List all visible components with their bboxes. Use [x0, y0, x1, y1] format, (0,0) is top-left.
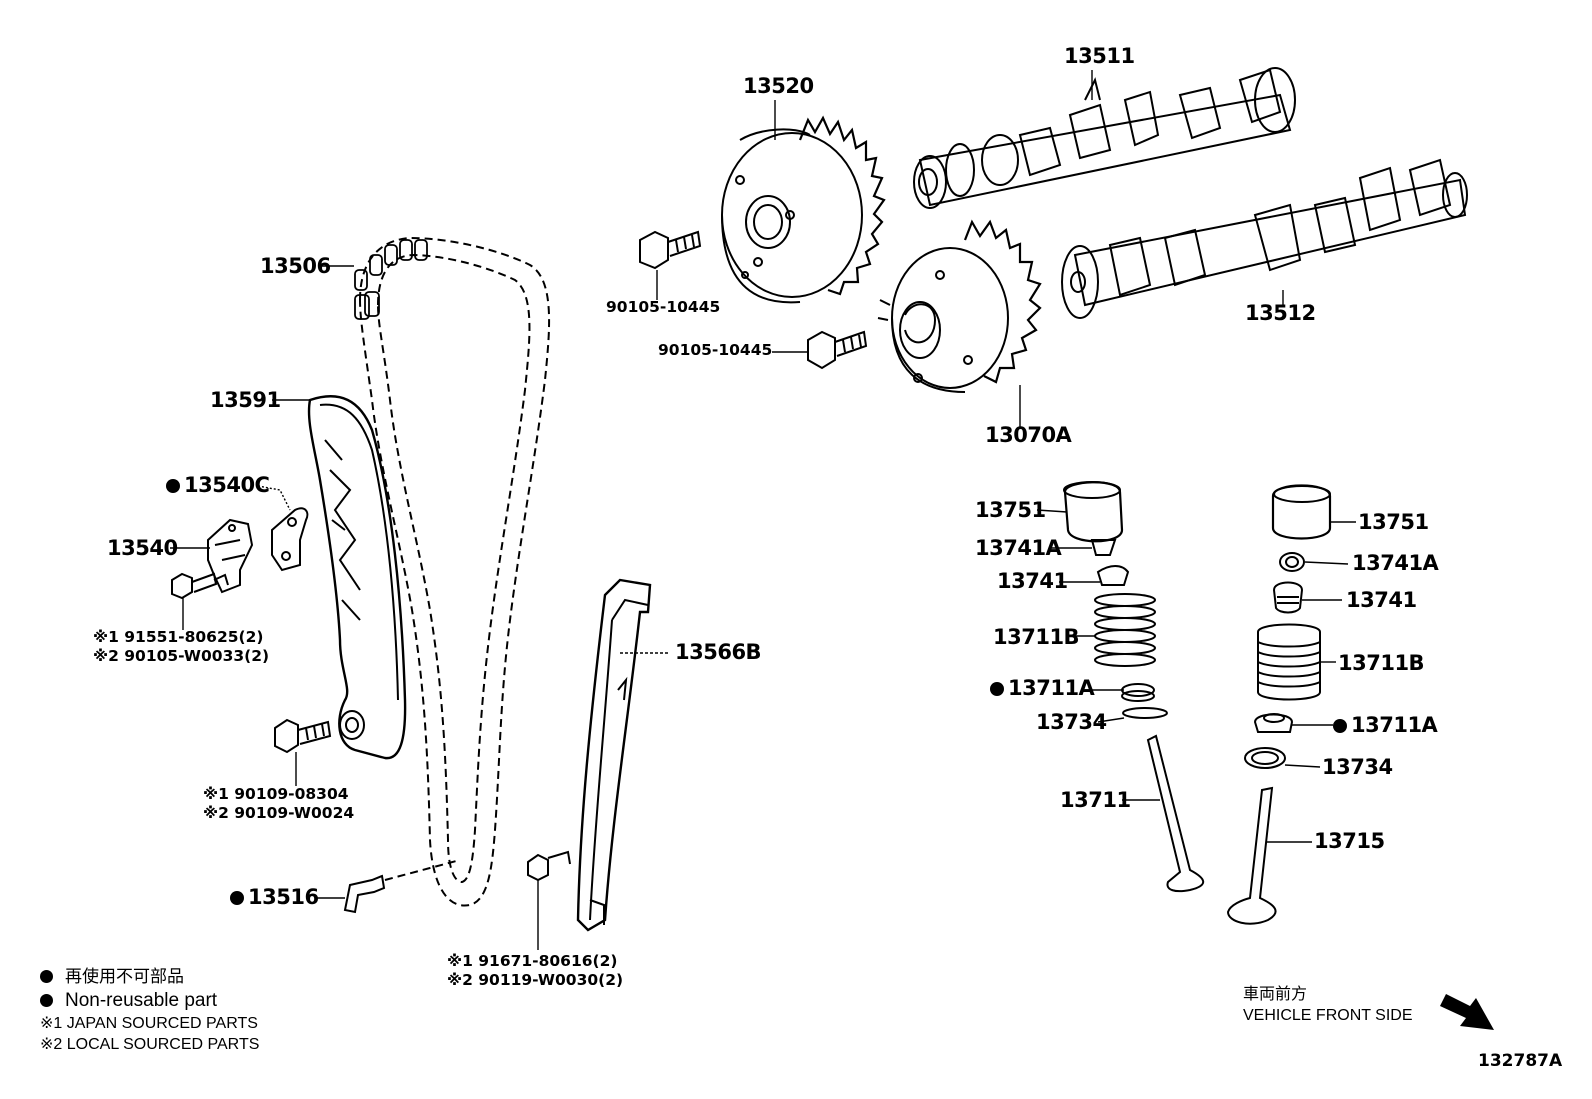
- arrow-icon: [1440, 994, 1494, 1030]
- label-90105-10445-upper: 90105-10445: [606, 298, 721, 316]
- valve-spring-left: [1094, 593, 1156, 667]
- gasket-13540C: [271, 507, 309, 572]
- valve-lifter-right: [1271, 484, 1332, 540]
- chain-links: [354, 239, 428, 320]
- oil-nozzle-13516: [343, 859, 461, 914]
- label-guide-bolt: ※1 90109-08304 ※2 90109-W0024: [203, 785, 354, 824]
- label-13751-right: 13751: [1358, 510, 1429, 534]
- label-13516: 13516: [230, 887, 319, 908]
- label-13711A-right-text: 13711A: [1351, 713, 1438, 737]
- label-13751-left: 13751: [975, 498, 1046, 522]
- valve-seal-left: [1121, 683, 1155, 702]
- vehicle-front-label: 車両前方 VEHICLE FRONT SIDE: [1243, 985, 1413, 1027]
- legend-dot-icon: [40, 993, 53, 1007]
- leader-lines: [170, 70, 1356, 950]
- label-13734-right: 13734: [1322, 755, 1393, 779]
- label-13741A-right: 13741A: [1352, 551, 1439, 575]
- label-13566B: 13566B: [675, 640, 762, 664]
- label-13711-left: 13711: [1060, 788, 1131, 812]
- label-damper-bolt: ※1 91671-80616(2) ※2 90119-W0030(2): [447, 952, 623, 991]
- label-tensioner-bolt: ※1 91551-80625(2) ※2 90105-W0033(2): [93, 628, 269, 667]
- valve-lifter-left: [1063, 481, 1124, 543]
- label-13741-right: 13741: [1346, 588, 1417, 612]
- legend-dot-icon: [40, 969, 53, 983]
- legend-non-reusable-jp-text: 再使用不可部品: [65, 966, 184, 986]
- legend: 再使用不可部品 Non-reusable part ※1 JAPAN SOURC…: [40, 965, 259, 1055]
- valve-intake-left: [1146, 734, 1205, 893]
- valve-seal-right: [1253, 713, 1294, 733]
- spring-seat-left: [1122, 707, 1168, 719]
- label-damper-bolt-jp: ※1 91671-80616(2): [447, 952, 618, 970]
- label-13540C: 13540C: [166, 473, 270, 497]
- non-reusable-dot: [990, 682, 1004, 696]
- label-guide-bolt-local: ※2 90109-W0024: [203, 804, 355, 823]
- label-13516-text: 13516: [248, 885, 319, 909]
- label-13540C-text: 13540C: [184, 473, 270, 497]
- label-tensioner-bolt-local: ※2 90105-W0033(2): [93, 647, 270, 666]
- non-reusable-dot: [166, 479, 180, 493]
- camshaft-13511: [913, 67, 1296, 209]
- spring-seat-right: [1244, 747, 1286, 769]
- legend-japan-sourced: ※1 JAPAN SOURCED PARTS: [40, 1014, 258, 1032]
- valve-retainer-right: [1272, 581, 1304, 614]
- label-13741A-left: 13741A: [975, 536, 1062, 560]
- valve-retainer-left: [1096, 565, 1130, 586]
- label-tensioner-bolt-jp: ※1 91551-80625(2): [93, 628, 264, 646]
- non-reusable-dot: [230, 891, 244, 905]
- legend-non-reusable-jp: 再使用不可部品: [40, 965, 259, 987]
- label-13711B-left: 13711B: [993, 625, 1080, 649]
- camshaft-13512: [1061, 158, 1468, 319]
- label-13741-left: 13741: [997, 569, 1068, 593]
- cam-sprocket-13520: [721, 115, 886, 304]
- label-13520: 13520: [743, 74, 814, 98]
- valve-keeper-left: [1090, 539, 1117, 556]
- vehicle-front-en: VEHICLE FRONT SIDE: [1243, 1006, 1413, 1024]
- legend-non-reusable-en: Non-reusable part: [40, 987, 259, 1013]
- label-90105-10445-lower: 90105-10445: [658, 341, 773, 359]
- chain-slipper-13591: [307, 395, 407, 760]
- valve-spring-right: [1257, 623, 1321, 701]
- label-13511: 13511: [1064, 44, 1135, 68]
- timing-chain-13506: [358, 236, 551, 907]
- label-13540: 13540: [107, 536, 178, 560]
- label-13711A-left: 13711A: [990, 676, 1095, 700]
- label-13506: 13506: [260, 254, 331, 278]
- label-13711A-left-text: 13711A: [1008, 676, 1095, 700]
- bolt-tensioner: [171, 572, 218, 600]
- bolt-damper: [527, 850, 571, 882]
- chain-tensioner-13540: [207, 518, 254, 594]
- chain-damper-13566B: [576, 578, 652, 932]
- illustration-code: 132787A: [1478, 1051, 1563, 1071]
- legend-non-reusable-en-text: Non-reusable part: [65, 989, 218, 1011]
- label-13734-left: 13734: [1036, 710, 1107, 734]
- label-13512: 13512: [1245, 301, 1316, 325]
- label-guide-bolt-jp: ※1 90109-08304: [203, 785, 349, 803]
- bolt-90105-10445-lower: [807, 330, 868, 370]
- label-damper-bolt-local: ※2 90119-W0030(2): [447, 971, 624, 990]
- label-13715-right: 13715: [1314, 829, 1385, 853]
- valve-keeper-right: [1279, 552, 1305, 572]
- label-13711A-right: 13711A: [1333, 713, 1438, 737]
- non-reusable-dot: [1333, 719, 1347, 733]
- label-13070A: 13070A: [985, 423, 1072, 447]
- legend-local-sourced: ※2 LOCAL SOURCED PARTS: [40, 1035, 260, 1053]
- label-13591: 13591: [210, 388, 281, 412]
- label-13711B-right: 13711B: [1338, 651, 1425, 675]
- cam-sprocket-13070A: [877, 219, 1042, 393]
- bolt-90105-10445-upper: [639, 230, 702, 270]
- valve-exhaust-right: [1226, 786, 1277, 925]
- bolt-slipper-pivot: [274, 718, 332, 754]
- vehicle-front-jp: 車両前方: [1243, 986, 1308, 1003]
